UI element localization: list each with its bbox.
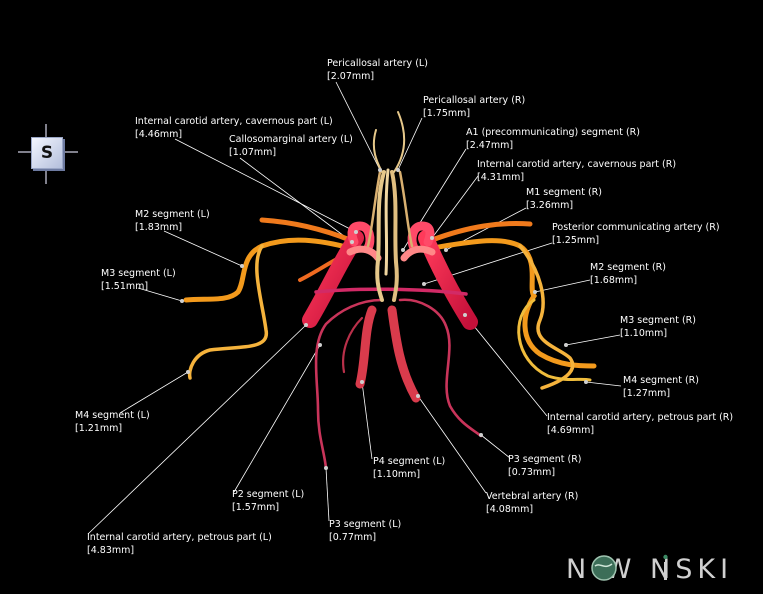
- label-p2-segment-left: P2 segment (L)[1.57mm]: [232, 489, 305, 513]
- label-m2-segment-left: M2 segment (L)[1.83mm]: [135, 209, 210, 233]
- label-m1-segment-right: M1 segment (R)[3.26mm]: [526, 187, 602, 211]
- label-ica-petrous-right: Internal carotid artery, petrous part (R…: [547, 412, 734, 436]
- label-pcom-right: Posterior communicating artery (R)[1.25m…: [552, 222, 720, 246]
- label-callosomarginal-left: Callosomarginal artery (L)[1.07mm]: [229, 134, 353, 158]
- label-vertebral-right: Vertebral artery (R)[4.08mm]: [486, 491, 579, 515]
- label-m3-segment-right: M3 segment (R)[1.10mm]: [620, 315, 696, 339]
- leader-lines: [87, 81, 622, 535]
- label-pericallosal-artery-right: Pericallosal artery (R)[1.75mm]: [423, 95, 526, 119]
- posterior-circulation: [314, 298, 483, 470]
- globe-icon: [591, 555, 617, 581]
- label-m3-segment-left: M3 segment (L)[1.51mm]: [101, 268, 176, 292]
- label-p3-segment-right: P3 segment (R)[0.73mm]: [508, 454, 582, 478]
- label-ica-cavernous-left: Internal carotid artery, cavernous part …: [135, 116, 333, 140]
- label-ica-petrous-left: Internal carotid artery, petrous part (L…: [87, 532, 272, 556]
- label-m4-segment-right: M4 segment (R)[1.27mm]: [623, 375, 699, 399]
- orientation-cube: S: [31, 137, 63, 169]
- label-ica-cavernous-right: Internal carotid artery, cavernous part …: [477, 159, 677, 183]
- orientation-widget[interactable]: S: [18, 124, 78, 184]
- logo-i-glyph: [663, 554, 668, 580]
- label-pericallosal-artery-left: Pericallosal artery (L)[2.07mm]: [327, 58, 428, 82]
- anterior-cerebral-arteries: [366, 111, 414, 302]
- mca-right: [429, 221, 597, 390]
- label-p4-segment-left: P4 segment (L)[1.10mm]: [373, 456, 446, 480]
- carotid-arteries: [302, 221, 478, 330]
- label-m2-segment-right: M2 segment (R)[1.68mm]: [590, 262, 666, 286]
- label-a1-segment-right: A1 (precommunicating) segment (R)[2.47mm…: [466, 127, 640, 151]
- label-m4-segment-left: M4 segment (L)[1.21mm]: [75, 410, 150, 434]
- label-p3-segment-left: P3 segment (L)[0.77mm]: [329, 519, 402, 543]
- marker-points: [180, 168, 588, 470]
